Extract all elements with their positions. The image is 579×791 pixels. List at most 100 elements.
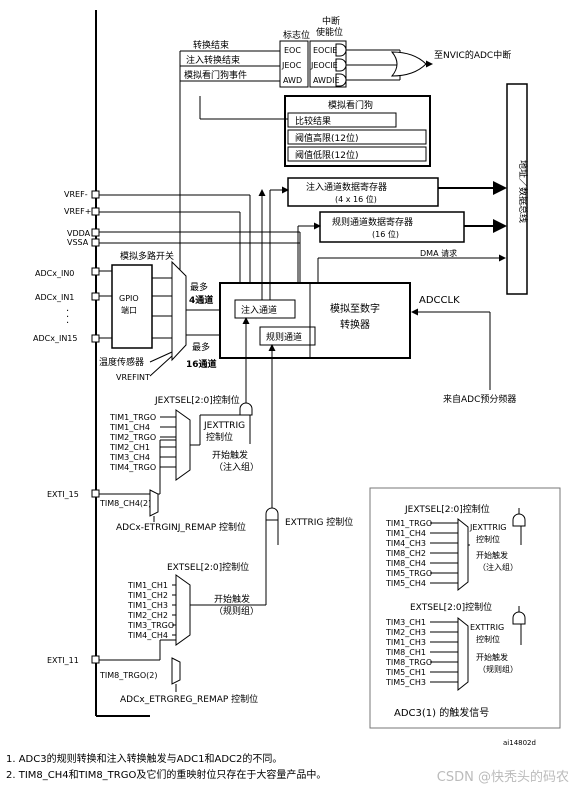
adc3-panel: JEXTSEL[2:0]控制位 TIM1_TRGOTIM1_CH4TIM4_CH…: [369, 487, 561, 729]
in1-pin: ADCx_IN1: [35, 293, 74, 302]
trigger-source: TIM3_CH4: [109, 453, 150, 462]
tim8trgo-label: TIM8_TRGO(2): [99, 671, 158, 680]
vrefint-label: VREFINT: [116, 373, 150, 382]
inj-register-size: (4 x 16 位): [335, 194, 377, 204]
trigger-source: TIM4_CH3: [385, 539, 426, 548]
adc3-reg-start-2: （规则组）: [478, 664, 518, 674]
analog-mux: [171, 260, 187, 362]
awd-event-label: 模拟看门狗事件: [184, 69, 247, 81]
adcclk: ADCCLK: [419, 295, 460, 306]
frame: [95, 10, 150, 717]
svg-text:·: ·: [66, 306, 69, 317]
trigger-source: TIM2_CH2: [127, 611, 168, 620]
analog-inputs: ADCx_IN0 ADCx_IN1 · · · ADCx_IN15 GPIO 端…: [33, 250, 259, 382]
trigger-source: TIM3_TRGO: [127, 621, 174, 630]
analog-watchdog: 模拟看门狗 比较结果 阈值高限(12位) 阈值低限(12位): [199, 95, 431, 167]
jexttrig-2: 控制位: [206, 431, 233, 443]
trigger-source: TIM8_CH4: [385, 559, 426, 568]
compare-result: 比较结果: [295, 115, 331, 127]
max16-2: 16通道: [186, 358, 217, 370]
vref-plus-pin: VREF+: [64, 207, 91, 216]
trigger-source: TIM8_CH1: [385, 648, 426, 657]
inj-start-2: （注入组）: [214, 461, 259, 473]
inj-channel: 注入通道: [241, 304, 277, 316]
adc3-exttrig-1: EXTTRIG: [470, 623, 504, 632]
adc-core: 注入通道 规则通道 模拟至数字 转换器 ADCCLK 来自ADC预分频器: [219, 186, 516, 405]
trigger-source: TIM1_TRGO: [385, 519, 432, 528]
inj-trigger-sources: TIM1_TRGOTIM1_CH4TIM2_TRGOTIM2_CH1TIM3_C…: [109, 413, 176, 472]
gpio-port: [111, 264, 153, 349]
eoc-flag: EOC: [284, 46, 301, 55]
adc3-inj-start-1: 开始触发: [476, 550, 508, 560]
address-data-bus: [506, 83, 528, 295]
reg-start-1: 开始触发: [214, 593, 250, 605]
trigger-source: TIM5_CH1: [385, 668, 426, 677]
adc3-exttrig-2: 控制位: [476, 634, 500, 644]
exti11-label: EXTI_11: [47, 656, 79, 665]
adc3-extsel: EXTSEL[2:0]控制位: [410, 601, 492, 613]
trigger-source: TIM4_TRGO: [109, 463, 156, 472]
trigger-source: TIM2_CH3: [385, 628, 426, 637]
bus-label: 地址／数据总线: [517, 160, 529, 223]
extsel-label: EXTSEL[2:0]控制位: [167, 561, 249, 573]
vref-minus-pin: VREF-: [64, 190, 88, 199]
footnote-2: 2. TIM8_CH4和TIM8_TRGO及它们的重映射位只存在于大容量产品中。: [6, 770, 327, 781]
in15-pin: ADCx_IN15: [33, 334, 77, 343]
exttrig-label: EXTTRIG 控制位: [285, 516, 353, 528]
prescaler-label: 来自ADC预分频器: [443, 393, 516, 405]
nvic-label: 至NVIC的ADC中断: [434, 49, 511, 61]
max16-1: 最多: [192, 341, 210, 353]
trigger-source: TIM3_CH1: [385, 618, 426, 627]
reference-pins: VREF- VREF+ VDDA VSSA: [64, 190, 301, 343]
reg-register-size: (16 位): [372, 229, 399, 239]
trigger-source: TIM5_TRGO: [385, 569, 432, 578]
exti15-label: EXTI_15: [47, 490, 79, 499]
adc3-inj-sources: TIM1_TRGOTIM1_CH4TIM4_CH3TIM8_CH2TIM8_CH…: [385, 519, 458, 588]
inj-start-1: 开始触发: [212, 449, 248, 461]
inj-conv-end-label: 注入转换结束: [186, 54, 240, 66]
ie-label-2: 使能位: [316, 26, 343, 38]
awd-flag: AWD: [283, 76, 302, 85]
trigger-source: TIM1_CH3: [127, 601, 168, 610]
threshold-high: 阈值高限(12位): [295, 132, 358, 144]
trigger-source: TIM4_CH4: [127, 631, 168, 640]
adc-label-1: 模拟至数字: [330, 302, 380, 315]
figure-id: ai14802d: [503, 739, 536, 747]
reg-register-title: 规则通道数据寄存器: [332, 216, 413, 228]
temp-sensor: 温度传感器: [99, 356, 144, 368]
reg-remap: ADCx_ETRGREG_REMAP 控制位: [120, 693, 258, 705]
gpio-label-1: GPIO: [119, 294, 139, 303]
data-registers: 注入通道数据寄存器 (4 x 16 位) 规则通道数据寄存器 (16 位) DM…: [287, 83, 529, 295]
svg-text:·: ·: [66, 312, 69, 323]
trigger-source: TIM5_CH3: [385, 678, 426, 687]
jeoc-flag: JEOC: [281, 61, 302, 70]
vssa-pin: VSSA: [67, 238, 89, 247]
reg-start-2: （规则组）: [214, 605, 259, 617]
inj-register-title: 注入通道数据寄存器: [306, 181, 387, 193]
reg-channel: 规则通道: [266, 331, 302, 343]
in0-pin: ADCx_IN0: [35, 269, 74, 278]
trigger-source: TIM8_TRGO: [385, 658, 432, 667]
trigger-source: TIM2_TRGO: [109, 433, 156, 442]
vdda-pin: VDDA: [67, 229, 91, 238]
conv-end-label: 转换结束: [193, 39, 229, 51]
mux-label: 模拟多路开关: [120, 250, 174, 262]
trigger-source: TIM5_CH4: [385, 579, 426, 588]
or-gate-icon: [390, 51, 427, 77]
threshold-low: 阈值低限(12位): [295, 149, 358, 161]
watchdog-title: 模拟看门狗: [328, 99, 373, 111]
svg-text:·: ·: [66, 318, 69, 329]
max4-2: 4通道: [189, 294, 213, 306]
awdie-bit: AWDIE: [313, 76, 340, 85]
trigger-source: TIM1_CH2: [127, 591, 168, 600]
ie-label-1: 中断: [322, 15, 340, 27]
jextsel-label: JEXTSEL[2:0]控制位: [154, 394, 240, 406]
max4-1: 最多: [190, 281, 208, 293]
trigger-source: TIM1_TRGO: [109, 413, 156, 422]
inj-remap: ADCx-ETRGINJ_REMAP 控制位: [116, 521, 246, 533]
adc3-jextsel: JEXTSEL[2:0]控制位: [404, 503, 490, 515]
reg-trigger-sources: TIM1_CH1TIM1_CH2TIM1_CH3TIM2_CH2TIM3_TRG…: [127, 581, 176, 640]
dma-request: DMA 请求: [420, 248, 457, 258]
trigger-source: TIM1_CH4: [109, 423, 150, 432]
